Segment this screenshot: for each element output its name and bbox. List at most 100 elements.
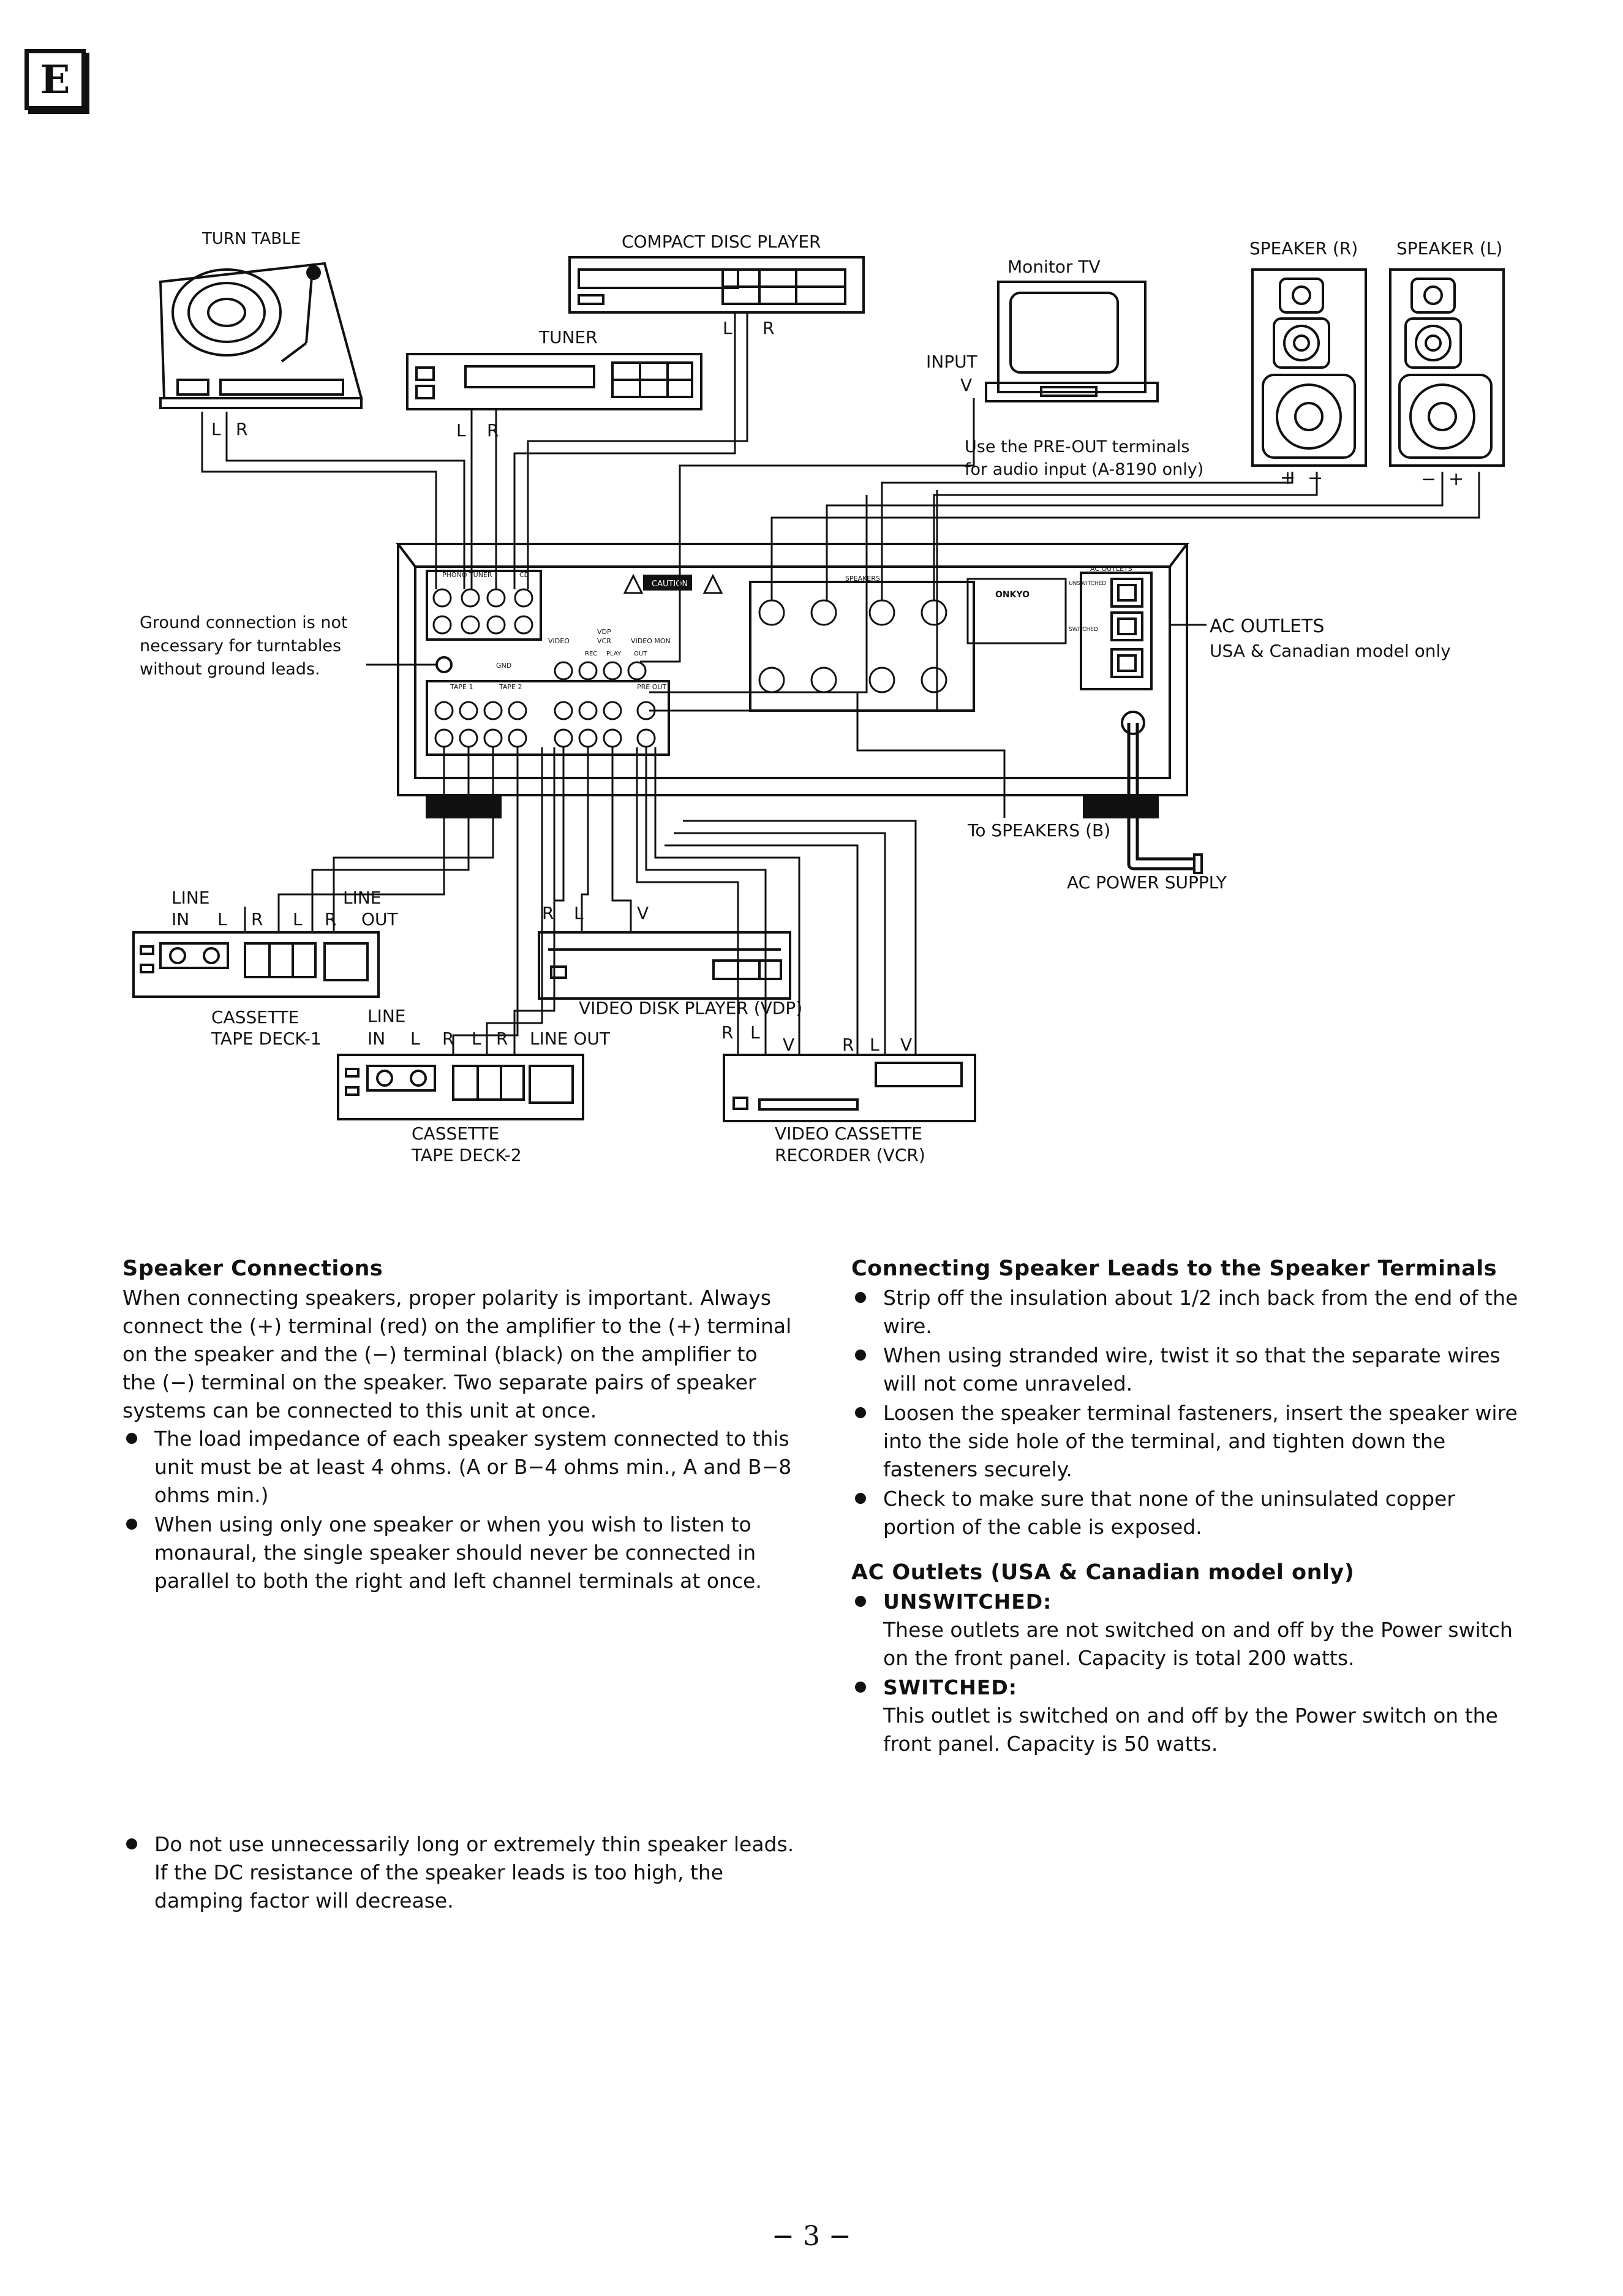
svg-text:L: L [723,318,732,338]
svg-text:PLAY: PLAY [606,651,622,657]
connection-diagram: TURN TABLE L R COMPACT DISC PLAYER L R T… [132,230,1505,1165]
tape-deck-1: LINE IN LINE OUT L R L R CASSETTE TAPE D… [132,888,399,1049]
svg-text:R: R [325,909,336,929]
svg-text:TAPE 2: TAPE 2 [499,683,522,691]
svg-text:V: V [783,1035,794,1055]
svg-text:LINE: LINE [343,888,382,908]
list-item: Strip off the insulation about 1/2 inch … [851,1284,1531,1340]
tuner: TUNER L R [406,327,702,440]
svg-text:USA & Canadian model only: USA & Canadian model only [1210,641,1451,661]
svg-text:L: L [750,1022,760,1043]
svg-text:L: L [456,420,466,440]
page-number: − 3 − [772,2221,851,2252]
svg-text:CASSETTE: CASSETTE [412,1123,499,1144]
svg-text:OUT: OUT [634,651,647,657]
svg-text:R: R [542,903,554,923]
svg-text:AC OUTLETS: AC OUTLETS [1210,616,1324,637]
svg-text:L: L [410,1029,420,1049]
svg-text:VDP: VDP [597,628,611,636]
svg-text:ONKYO: ONKYO [995,590,1030,600]
ground-note: Ground connection is not necessary for t… [140,613,348,679]
switched-text: This outlet is switched on and off by th… [883,1704,1498,1756]
svg-text:IN: IN [171,909,189,929]
to-speakers-b-label: To SPEAKERS (B) [967,820,1110,840]
svg-text:TAPE 1: TAPE 1 [450,683,473,691]
svg-text:R: R [496,1029,508,1049]
speaker-right: SPEAKER (R) + − [1249,238,1367,489]
svg-text:+: + [1448,469,1464,490]
svg-text:L: L [870,1035,879,1055]
svg-text:LINE: LINE [367,1006,406,1026]
wiring [201,312,1480,1055]
turntable-label: TURN TABLE [201,230,301,248]
svg-text:OUT: OUT [361,909,399,929]
svg-text:−: − [1421,469,1436,490]
svg-text:VIDEO: VIDEO [548,637,570,645]
svg-text:REC: REC [585,651,597,657]
list-item: SWITCHED: This outlet is switched on and… [851,1674,1531,1758]
video-disk-player: R L V VIDEO DISK PLAYER (VDP) [538,903,802,1018]
video-cassette-recorder: R L V R L V VIDEO CASSETTE RECORDER (VCR… [721,1022,976,1165]
svg-text:IN: IN [367,1029,385,1049]
svg-text:VCR: VCR [597,637,611,645]
list-item: The load impedance of each speaker syste… [122,1425,796,1509]
svg-text:R: R [721,1022,733,1043]
svg-text:CD: CD [519,571,529,579]
svg-text:SWITCHED: SWITCHED [1069,627,1098,633]
svg-text:Ground connection is not: Ground connection is not [140,613,348,632]
ac-power-label: AC POWER SUPPLY [1067,872,1227,893]
svg-text:AC OUTLETS: AC OUTLETS [1090,565,1132,573]
svg-text:PHONO TUNER: PHONO TUNER [442,571,492,579]
svg-text:−: − [1308,467,1323,489]
svg-text:for audio input (A-8190 only): for audio input (A-8190 only) [965,460,1203,479]
amplifier-rear-panel: PHONO TUNER CD GND CAUTION VIDEO VDP VCR… [395,543,1203,874]
svg-text:CAUTION: CAUTION [652,580,688,589]
svg-text:necessary for turntables: necessary for turntables [140,636,341,655]
list-item: Loosen the speaker terminal fasteners, i… [851,1399,1531,1484]
list-item: Check to make sure that none of the unin… [851,1485,1531,1541]
switched-title: SWITCHED: [883,1675,1017,1699]
svg-text:R: R [487,420,499,440]
svg-text:SPEAKERS: SPEAKERS [845,575,880,583]
cd-player: COMPACT DISC PLAYER L R [568,232,865,338]
svg-text:R: R [842,1035,854,1055]
tuner-label: TUNER [538,327,598,347]
svg-text:TAPE DECK-2: TAPE DECK-2 [411,1145,522,1165]
language-marker: E [24,49,86,110]
ac-outlets-note: AC OUTLETS USA & Canadian model only [1210,616,1451,661]
svg-text:Use the PRE-OUT terminals: Use the PRE-OUT terminals [965,437,1189,456]
monitor-tv: Monitor TV INPUT V Use the PRE-OUT termi… [926,257,1203,479]
svg-text:L: L [211,419,221,439]
ac-outlets-heading: AC Outlets (USA & Canadian model only) [851,1560,1355,1585]
svg-text:without ground leads.: without ground leads. [140,660,320,679]
svg-text:LINE OUT: LINE OUT [530,1029,611,1049]
list-item: When using stranded wire, twist it so th… [851,1342,1531,1398]
right-text-column: Connecting Speaker Leads to the Speaker … [851,1255,1531,1759]
speaker-connections-list: The load impedance of each speaker syste… [122,1425,796,1595]
speaker-connections-section: Speaker Connections When connecting spea… [122,1255,796,1916]
unswitched-title: UNSWITCHED: [883,1590,1052,1614]
svg-text:R: R [236,419,247,439]
ac-outlets-list: UNSWITCHED: These outlets are not switch… [851,1588,1531,1758]
list-item: When using only one speaker or when you … [122,1511,796,1595]
svg-text:LINE: LINE [171,888,210,908]
speaker-connections-intro: When connecting speakers, proper polarit… [122,1286,792,1422]
svg-text:VIDEO MON: VIDEO MON [631,637,671,645]
svg-text:VIDEO CASSETTE: VIDEO CASSETTE [775,1123,922,1144]
svg-text:R: R [251,909,263,929]
svg-text:V: V [637,903,649,923]
svg-text:SPEAKER (L): SPEAKER (L) [1396,238,1502,259]
svg-text:L: L [217,909,227,929]
speaker-leads-heading: Connecting Speaker Leads to the Speaker … [851,1256,1497,1281]
speaker-connections-heading: Speaker Connections [122,1256,383,1281]
speaker-left: SPEAKER (L) − + [1389,238,1505,490]
svg-text:VIDEO DISK PLAYER (VDP): VIDEO DISK PLAYER (VDP) [579,998,802,1018]
svg-text:TAPE DECK-1: TAPE DECK-1 [211,1029,322,1049]
svg-text:UNSWITCHED: UNSWITCHED [1069,581,1106,587]
svg-text:SPEAKER (R): SPEAKER (R) [1249,238,1358,259]
svg-text:R: R [442,1029,454,1049]
list-item: UNSWITCHED: These outlets are not switch… [851,1588,1531,1672]
tape-deck-2: LINE IN L R L R LINE OUT CASSETTE TAPE D… [337,1006,611,1165]
svg-text:CASSETTE: CASSETTE [211,1007,299,1027]
svg-text:INPUT: INPUT [926,352,978,372]
